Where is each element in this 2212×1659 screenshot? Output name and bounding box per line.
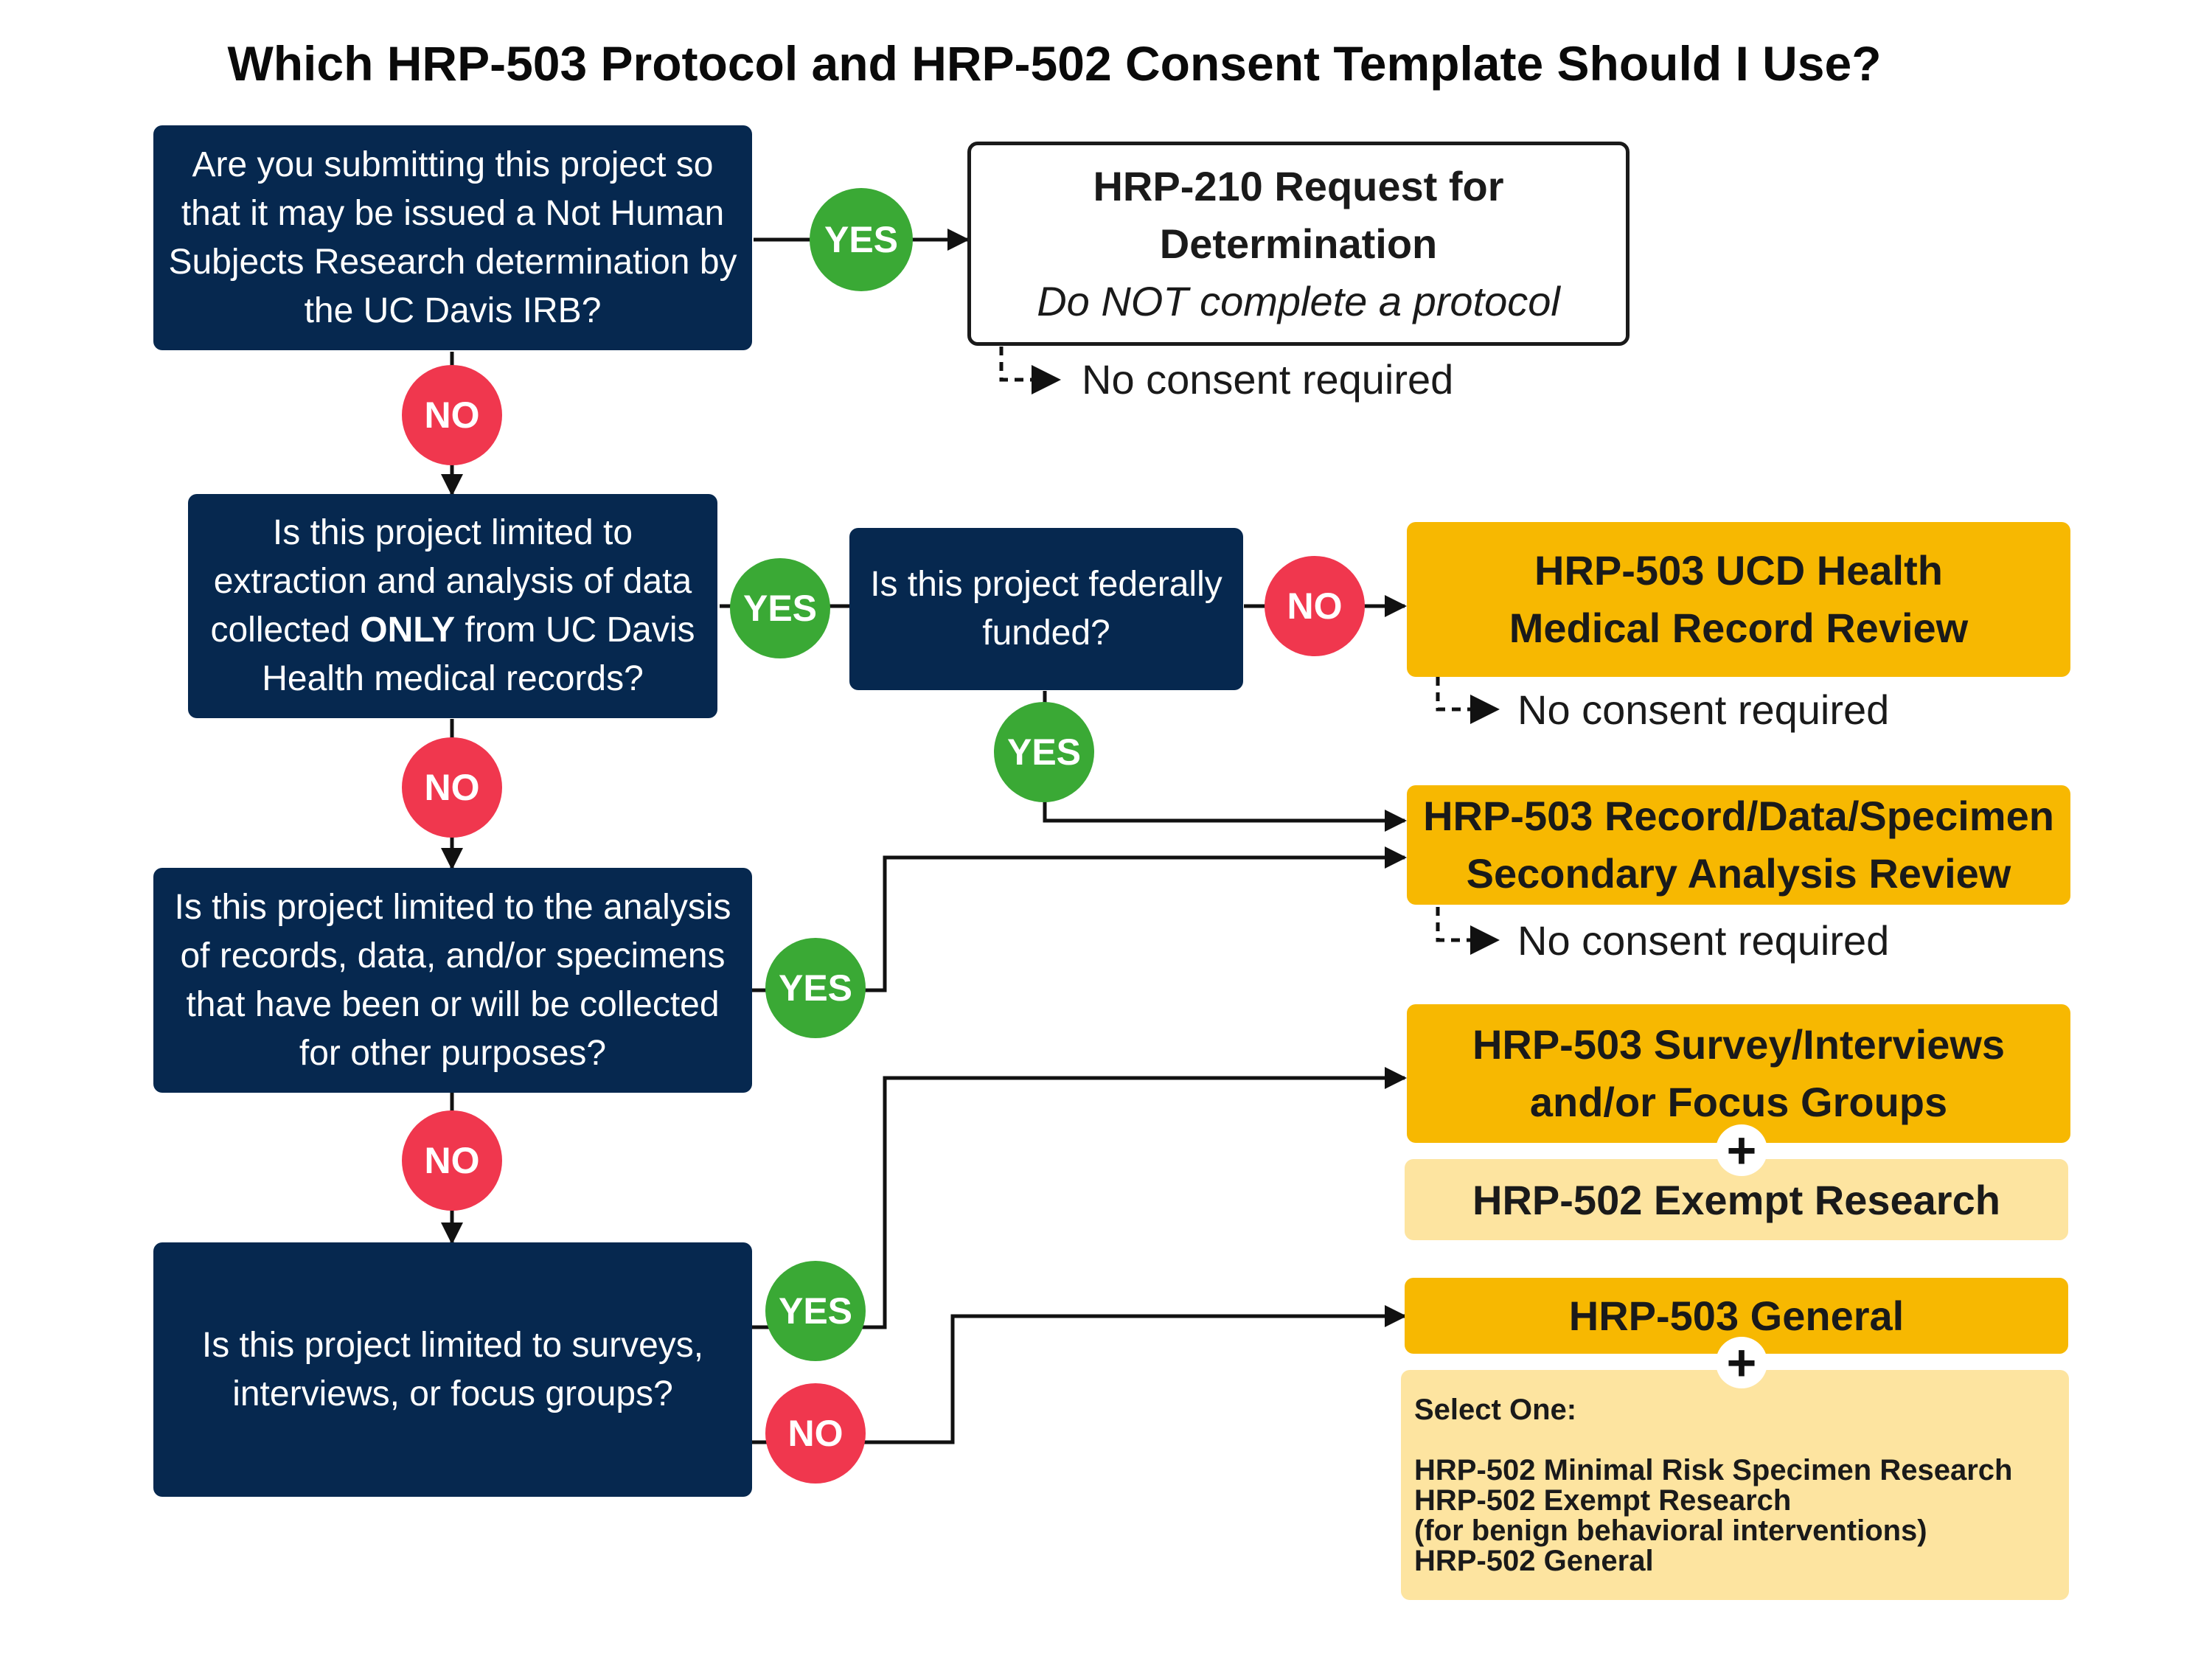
no-consent-connector-2 bbox=[1436, 677, 1500, 724]
yes-badge: YES bbox=[730, 558, 830, 658]
outcome-medical-record-review: HRP-503 UCD Health Medical Record Review bbox=[1407, 522, 2070, 677]
select-item: (for benign behavioral interventions) bbox=[1414, 1514, 1927, 1547]
no-badge: NO bbox=[402, 365, 502, 465]
question-nhsr-determination: Are you submitting this project so that … bbox=[153, 125, 752, 350]
select-one-heading: Select One: bbox=[1414, 1394, 1577, 1426]
question-medical-records: Is this project limited to extraction an… bbox=[188, 494, 717, 718]
yes-badge: YES bbox=[765, 938, 866, 1038]
no-consent-label-2: No consent required bbox=[1517, 686, 1890, 733]
no-badge: NO bbox=[402, 737, 502, 838]
yes-badge: YES bbox=[765, 1261, 866, 1361]
plus-icon: + bbox=[1716, 1337, 1767, 1388]
q2b-yes-connector bbox=[1043, 691, 1407, 832]
no-consent-connector-1 bbox=[999, 347, 1061, 394]
no-consent-label-1: No consent required bbox=[1082, 356, 1454, 403]
page-title: Which HRP-503 Protocol and HRP-502 Conse… bbox=[227, 36, 1882, 91]
outcome-secondary-analysis-review: HRP-503 Record/Data/Specimen Secondary A… bbox=[1407, 785, 2070, 905]
yes-badge: YES bbox=[810, 188, 913, 291]
consent-select-one-box: Select One: HRP-502 Minimal Risk Specime… bbox=[1401, 1370, 2069, 1600]
outcome-survey-interviews: HRP-503 Survey/Interviews and/or Focus G… bbox=[1407, 1004, 2070, 1143]
no-badge: NO bbox=[402, 1110, 502, 1211]
question-federally-funded: Is this project federally funded? bbox=[849, 528, 1243, 690]
no-badge: NO bbox=[1265, 556, 1365, 656]
outcome-hrp210: HRP-210 Request for Determination Do NOT… bbox=[967, 142, 1630, 346]
no-consent-connector-3 bbox=[1436, 907, 1500, 955]
select-item: HRP-502 Minimal Risk Specimen Research bbox=[1414, 1454, 2013, 1486]
no-badge: NO bbox=[765, 1383, 866, 1484]
yes-badge: YES bbox=[994, 702, 1094, 802]
select-item: HRP-502 General bbox=[1414, 1545, 1654, 1577]
no-consent-label-3: No consent required bbox=[1517, 917, 1890, 964]
question-surveys-interviews: Is this project limited to surveys, inte… bbox=[153, 1242, 752, 1497]
plus-icon: + bbox=[1716, 1124, 1767, 1176]
question-secondary-analysis: Is this project limited to the analysis … bbox=[153, 868, 752, 1093]
select-item: HRP-502 Exempt Research bbox=[1414, 1484, 1792, 1517]
